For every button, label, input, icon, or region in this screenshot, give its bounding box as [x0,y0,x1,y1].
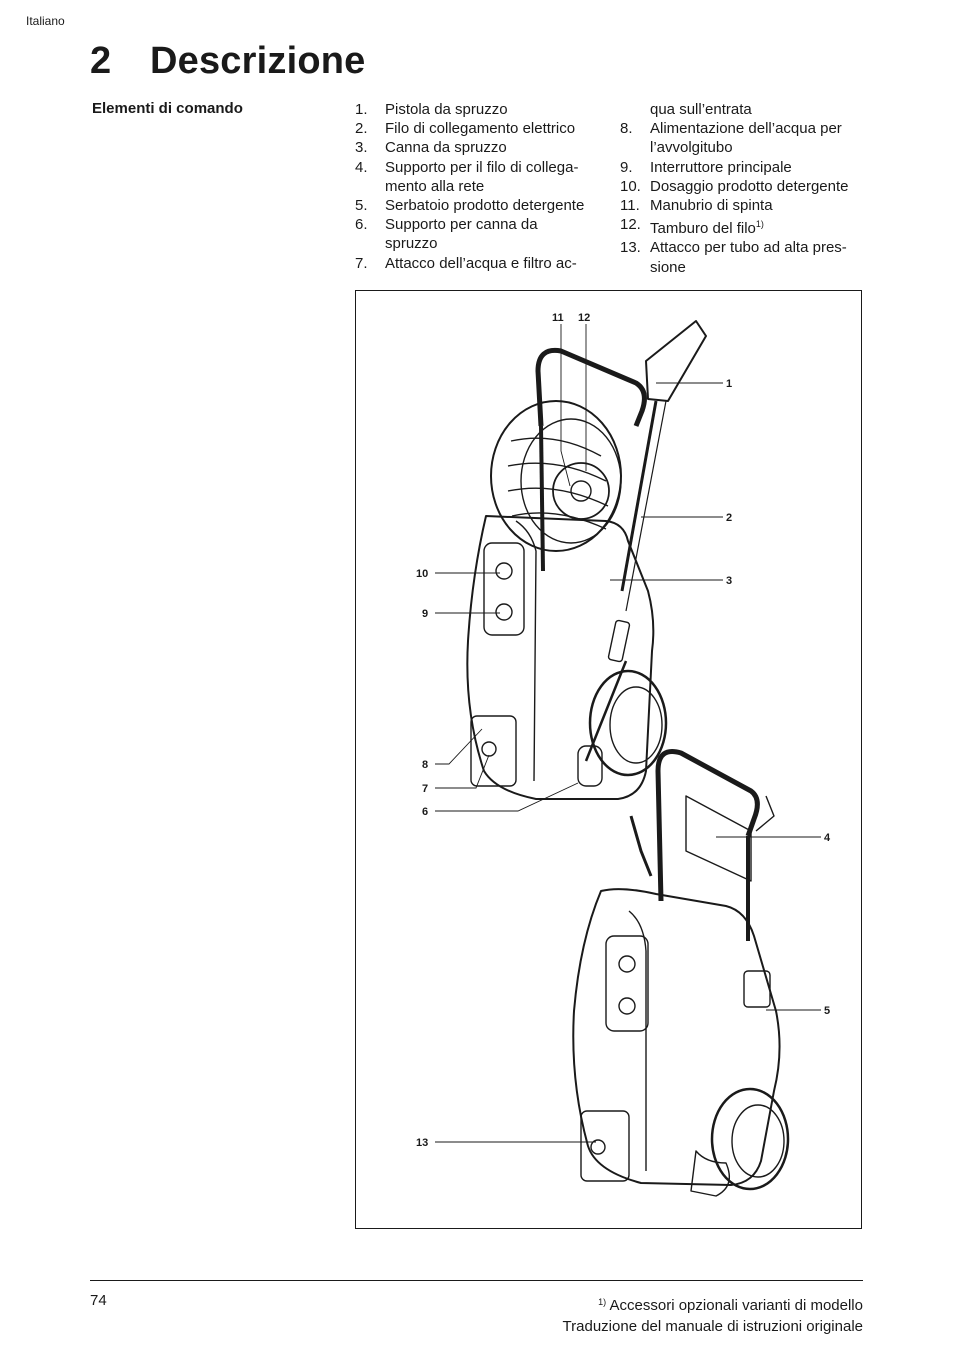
list-item: 10.Dosaggio prodotto detergente [620,177,849,195]
callout-6: 6 [422,806,428,818]
chapter-heading: 2 Descrizione [90,40,366,83]
chapter-number: 2 [90,40,112,82]
callout-12: 12 [578,312,590,324]
language-label: Italiano [26,14,65,28]
callout-11-leader [560,324,571,487]
footnote-marker: 1) [598,1297,607,1307]
callout-8: 8 [422,759,428,771]
list-item: 5.Serbatoio prodotto detergente [355,197,585,215]
list-item: 9.Interruttore principale [620,158,792,176]
list-item-continuation: sione [650,258,686,276]
pressure-washer-figure: 11 12 1 2 3 10 9 8 7 6 4 5 13 [355,290,862,1229]
list-item: 11.Manubrio di spinta [620,197,773,215]
chapter-title: Descrizione [150,40,366,82]
footnote-marker: 1) [755,219,764,230]
list-item: 12.Tamburo del filo1) [620,216,764,238]
footnote-text: Accessori opzionali varianti di modello [609,1297,863,1314]
callout-8-leader [435,728,483,765]
callout-6-leader [435,782,579,812]
list-item: 7.Attacco dell’acqua e filtro ac- [355,254,577,272]
callout-9: 9 [422,608,428,620]
page-number: 74 [90,1292,107,1309]
section-label: Elementi di comando [92,100,243,117]
callout-1: 1 [726,378,732,390]
list-item: 4.Supporto per il filo di collega- [355,158,579,176]
footer-notes: 1) Accessori opzionali varianti di model… [563,1292,863,1337]
callout-7: 7 [422,783,428,795]
callout-11: 11 [552,312,564,324]
callout-2: 2 [726,512,732,524]
list-item: 13.Attacco per tubo ad alta pres- [620,239,847,257]
component-list-left: 1.Pistola da spruzzo 2.Filo di collegame… [355,100,615,273]
list-item-continuation: qua sull’entrata [650,101,752,118]
footer-rule [90,1280,863,1281]
callout-10: 10 [416,568,428,580]
list-item-continuation: mento alla rete [385,177,485,195]
list-item: 1.Pistola da spruzzo [355,101,508,118]
list-item: 8.Alimentazione dell’acqua per [620,120,842,138]
list-item-continuation: spruzzo [385,235,438,253]
footnote: 1) Accessori opzionali varianti di model… [563,1292,863,1316]
callout-13: 13 [416,1137,428,1149]
component-list-right: qua sull’entrata 8.Alimentazione dell’ac… [620,100,870,277]
callout-7-leader [435,754,490,789]
callout-3: 3 [726,575,732,587]
callout-5: 5 [824,1005,830,1017]
document-title: Traduzione del manuale di istruzioni ori… [562,1318,863,1335]
list-item: 2.Filo di collegamento elettrico [355,120,576,138]
pressure-washer-illustration: 11 12 1 2 3 10 9 8 7 6 4 5 13 [416,312,831,1197]
callout-4: 4 [824,832,831,844]
list-item: 6.Supporto per canna da [355,216,538,234]
list-item: 3.Canna da spruzzo [355,139,507,157]
list-item-continuation: l’avvolgitubo [650,139,733,157]
